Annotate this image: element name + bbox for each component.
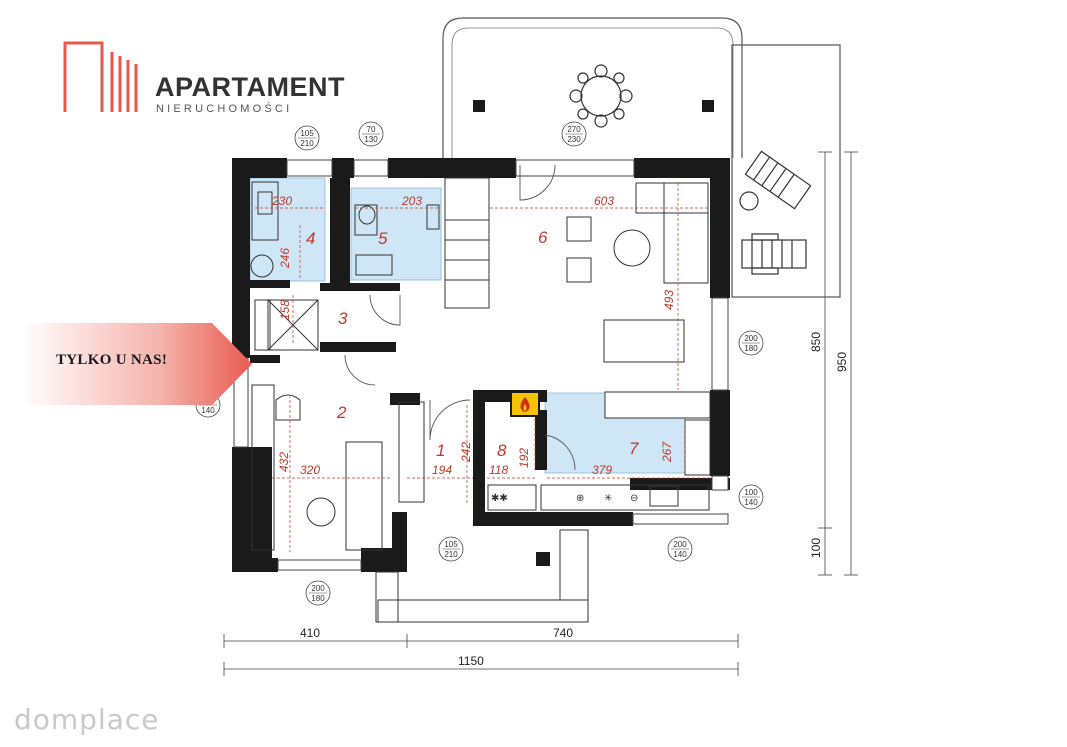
room-2-number: 2 [336,403,347,422]
window-width: 70 [367,125,376,134]
room-1-number: 1 [436,441,445,460]
dimension-lines [255,183,710,552]
room-3-height: 158 [278,300,292,320]
window-height: 180 [744,344,758,353]
overall-dimension-lines [223,151,858,676]
room-3-number: 3 [338,309,348,328]
room-1-height: 242 [459,442,473,463]
room-6-width: 603 [594,194,614,208]
room-4-height: 246 [278,248,292,269]
svg-text:⊖: ⊖ [630,493,638,504]
room-7-width: 379 [592,463,612,477]
watermark: domplace [14,703,160,736]
room-7-number: 7 [629,439,639,458]
window-width: 200 [311,584,325,593]
room-7-height: 267 [660,441,674,463]
window-labels: 1052107013027023020018020014010014020014… [195,121,764,606]
promo-badge[interactable] [22,323,252,405]
windows [233,159,729,571]
room-8-height: 192 [517,448,531,468]
height-total: 950 [835,352,849,372]
width-left: 410 [300,626,320,640]
window-width: 105 [300,129,314,138]
room-5-number: 5 [378,229,388,248]
height-terrace: 100 [809,538,823,558]
room-8-number: 8 [497,441,507,460]
sun-loungers [739,150,812,275]
room-1-width: 194 [432,463,452,477]
promo-label: TYLKO U NAS! [56,352,168,368]
furniture [250,177,711,623]
svg-text:✳: ✳ [604,493,612,504]
window-height: 140 [201,406,215,415]
room-6-height: 493 [662,290,676,310]
room-8-width: 118 [489,463,508,477]
window-width: 270 [567,125,581,134]
window-width: 200 [673,540,687,549]
width-total: 1150 [458,654,484,668]
room-5-width: 203 [401,194,422,208]
overall-dimensions: 410 740 1150 850 950 100 [300,332,849,668]
window-height: 210 [300,139,314,148]
walls [232,158,730,572]
room-2-height: 432 [277,452,291,472]
room-labels: 4 5 6 3 2 1 8 7 230 246 203 603 493 158 … [271,194,676,477]
width-right: 740 [553,626,573,640]
window-height: 130 [364,135,378,144]
room-2-width: 320 [300,463,320,477]
appliances: ✱✱ ⊕ ✳ ⊖ [491,493,638,504]
window-height: 230 [567,135,581,144]
room-4-number: 4 [306,229,315,248]
brand-name: APARTAMENT [155,72,345,102]
window-width: 100 [744,488,758,497]
terrace-top [442,17,841,298]
room-highlights [249,177,686,474]
window-height: 140 [673,550,687,559]
window-height: 180 [311,594,325,603]
window-height: 140 [744,498,758,507]
height-main: 850 [809,332,823,352]
door-swings [344,164,576,471]
window-width: 105 [444,540,458,549]
outdoor-table [569,64,633,128]
flame-icon [520,397,530,412]
room-4-width: 230 [271,194,292,208]
svg-text:✱✱: ✱✱ [491,493,508,504]
svg-text:⊕: ⊕ [576,493,584,504]
brand-subtitle: NIERUCHOMOŚCI [156,103,293,115]
brand-logo-icon [63,41,138,112]
window-height: 210 [444,550,458,559]
window-width: 200 [744,334,758,343]
room-6-number: 6 [538,228,548,247]
